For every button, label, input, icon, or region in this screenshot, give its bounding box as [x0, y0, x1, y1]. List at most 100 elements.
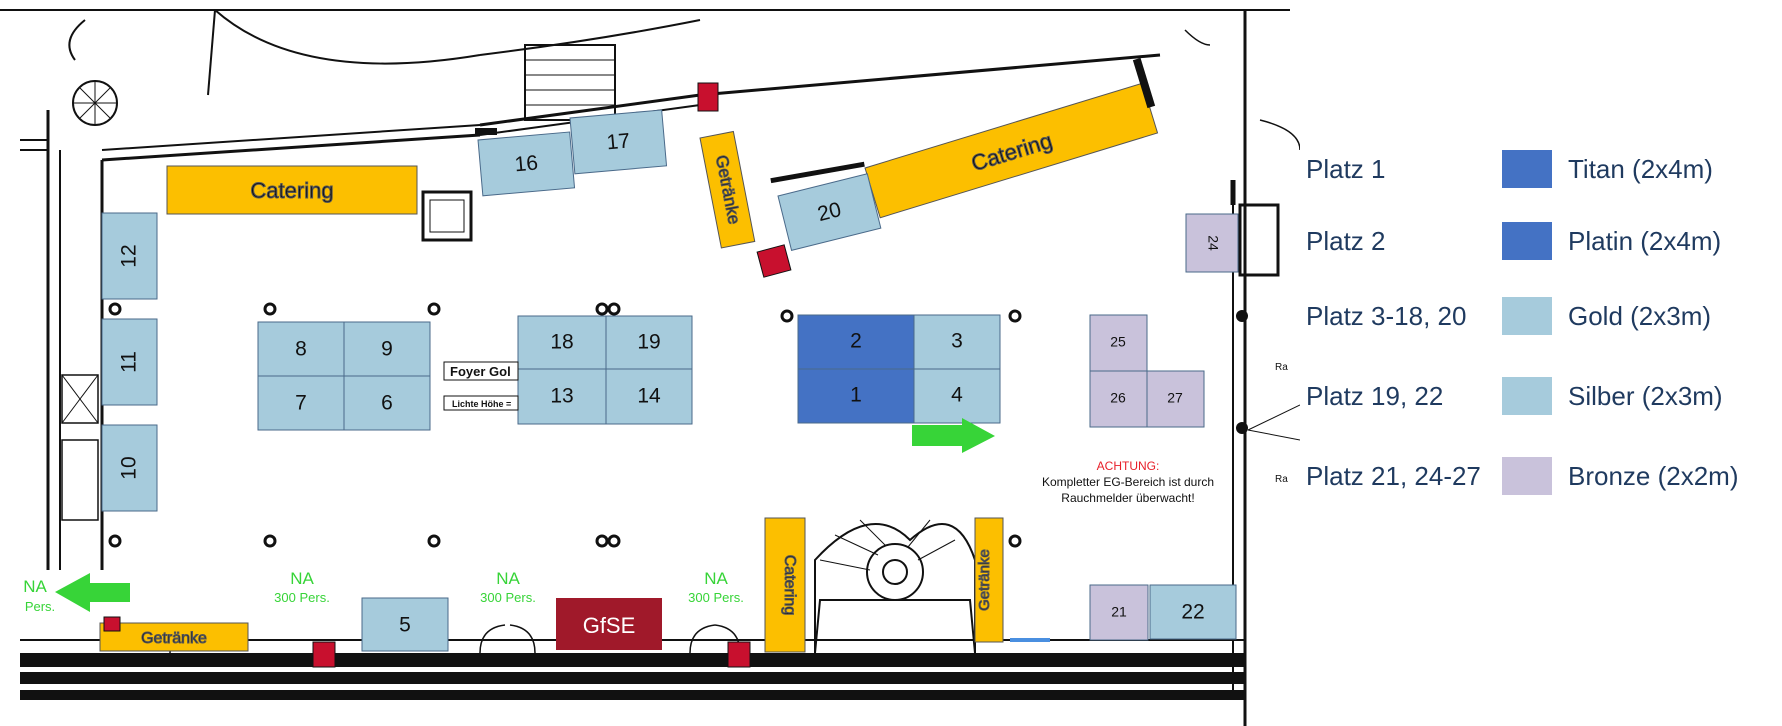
stand-13-label: 13 — [550, 385, 573, 408]
legend-level: Gold (2x3m) — [1568, 301, 1712, 331]
stand-26-label: 26 — [1110, 390, 1126, 406]
stand-25-label: 25 — [1110, 334, 1126, 350]
stand-12 — [101, 212, 158, 300]
stand-17-label: 17 — [606, 129, 631, 154]
stand-4-label: 4 — [951, 384, 963, 407]
column-dots — [1236, 310, 1248, 434]
extinguisher-icon — [756, 244, 792, 278]
ra-label-2: Ra — [1275, 474, 1288, 485]
extinguisher-icon — [697, 82, 719, 112]
exit-arrow-right-icon — [912, 418, 995, 453]
stand-25 — [1089, 314, 1148, 372]
stand-2-label: 2 — [850, 330, 862, 353]
ra-label-1: Ra — [1275, 362, 1288, 373]
stand-3 — [913, 314, 1001, 370]
foyer-label: Foyer Gol — [450, 364, 511, 379]
stand-26 — [1089, 370, 1148, 428]
room-labels: Ra Ra — [1275, 362, 1288, 485]
exit-arrows — [55, 418, 995, 612]
extinguisher-icon — [312, 641, 336, 668]
na-label-1: NA — [290, 569, 314, 588]
legend-swatch — [1502, 377, 1552, 415]
stand-27-label: 27 — [1167, 390, 1183, 406]
stand-6-label: 6 — [381, 392, 393, 415]
stand-14 — [605, 368, 693, 425]
extinguisher-icon — [727, 641, 751, 668]
stands: 12 11 10 8 9 7 6 18 19 13 14 3 4 2 1 5 2… — [101, 109, 1239, 652]
stand-1 — [797, 368, 915, 424]
gfse-booth — [556, 598, 662, 650]
stand-3-label: 3 — [951, 330, 963, 353]
catering-top-left — [166, 165, 418, 215]
stand-10 — [101, 424, 158, 512]
gfse-label: GfSE — [583, 613, 636, 638]
pers-label-3: 300 Pers. — [688, 590, 744, 605]
stand-5-label: 5 — [399, 614, 411, 637]
stand-21 — [1089, 584, 1149, 641]
warning-line-1: Kompletter EG-Bereich ist durch — [1042, 475, 1214, 489]
legend-place: Platz 2 — [1306, 226, 1386, 256]
stand-20-label: 20 — [815, 198, 843, 226]
columns — [108, 302, 1022, 548]
pers-label-1: 300 Pers. — [274, 590, 330, 605]
legend-place: Platz 1 — [1306, 154, 1386, 184]
stand-1-label: 1 — [850, 384, 862, 407]
catering-top-right — [864, 82, 1159, 219]
getraenke-bottom — [99, 622, 249, 652]
warning-line-2: Rauchmelder überwacht! — [1061, 491, 1194, 505]
legend-place: Platz 3-18, 20 — [1306, 301, 1467, 331]
pers-label-left: Pers. — [25, 599, 55, 614]
na-label-3: NA — [704, 569, 728, 588]
stand-11-label: 11 — [118, 351, 141, 373]
stand-9 — [343, 321, 431, 377]
catering-top-left-label: Catering — [250, 178, 333, 203]
legend: Platz 1 Titan (2x4m) Platz 2 Platin (2x4… — [1306, 150, 1776, 510]
getraenke-bottom-label: Getränke — [141, 630, 207, 647]
stand-8-label: 8 — [295, 338, 307, 361]
getraenke-top — [699, 130, 756, 249]
legend-level: Silber (2x3m) — [1568, 381, 1723, 411]
stand-13 — [517, 368, 607, 425]
stand-19-label: 19 — [637, 331, 660, 354]
stand-2 — [797, 314, 915, 370]
legend-place: Platz 21, 24-27 — [1306, 461, 1481, 491]
stand-22-label: 22 — [1181, 601, 1204, 624]
stand-11 — [101, 318, 158, 406]
legend-level: Bronze (2x2m) — [1568, 461, 1739, 491]
stand-22 — [1149, 584, 1237, 640]
legend-swatch — [1502, 150, 1552, 188]
stand-18-label: 18 — [550, 331, 573, 354]
getraenke-bottom-right — [974, 517, 1004, 643]
catering-bottom-label: Catering — [781, 555, 798, 615]
stand-20 — [777, 173, 882, 251]
emergency-exits: NA Pers. NA 300 Pers. NA 300 Pers. NA 30… — [23, 569, 744, 614]
stand-17 — [569, 109, 668, 175]
smoke-detector-warning: ACHTUNG: Kompletter EG-Bereich ist durch… — [1042, 459, 1214, 505]
foyer-sign: Foyer Gol Lichte Höhe = — [443, 361, 519, 411]
stand-5 — [361, 597, 449, 652]
stand-10-label: 10 — [118, 456, 141, 479]
legend-place: Platz 19, 22 — [1306, 381, 1444, 411]
getraenke-bottom-right-label: Getränke — [976, 549, 993, 611]
floor-plan: Catering Catering Getränke Getränke Cate… — [0, 9, 1300, 726]
fire-extinguisher-icons — [103, 82, 792, 668]
legend-swatch — [1502, 457, 1552, 495]
stand-12-label: 12 — [118, 244, 141, 267]
exit-arrow-left-icon — [55, 573, 130, 612]
stand-9-label: 9 — [381, 338, 393, 361]
stand-7-label: 7 — [295, 392, 307, 415]
stand-24-label: 24 — [1205, 235, 1221, 251]
na-label-left: NA — [23, 577, 47, 596]
legend-swatch — [1502, 222, 1552, 260]
wall-features — [475, 57, 1156, 642]
stand-24 — [1185, 213, 1239, 273]
na-label-2: NA — [496, 569, 520, 588]
achtung-label: ACHTUNG: — [1097, 459, 1160, 473]
stand-6 — [343, 375, 431, 431]
stand-16-label: 16 — [514, 151, 539, 176]
legend-level: Platin (2x4m) — [1568, 226, 1722, 256]
legend-swatch — [1502, 297, 1552, 335]
catering-bottom — [764, 517, 806, 653]
legend-level: Titan (2x4m) — [1568, 154, 1713, 184]
pers-label-2: 300 Pers. — [480, 590, 536, 605]
